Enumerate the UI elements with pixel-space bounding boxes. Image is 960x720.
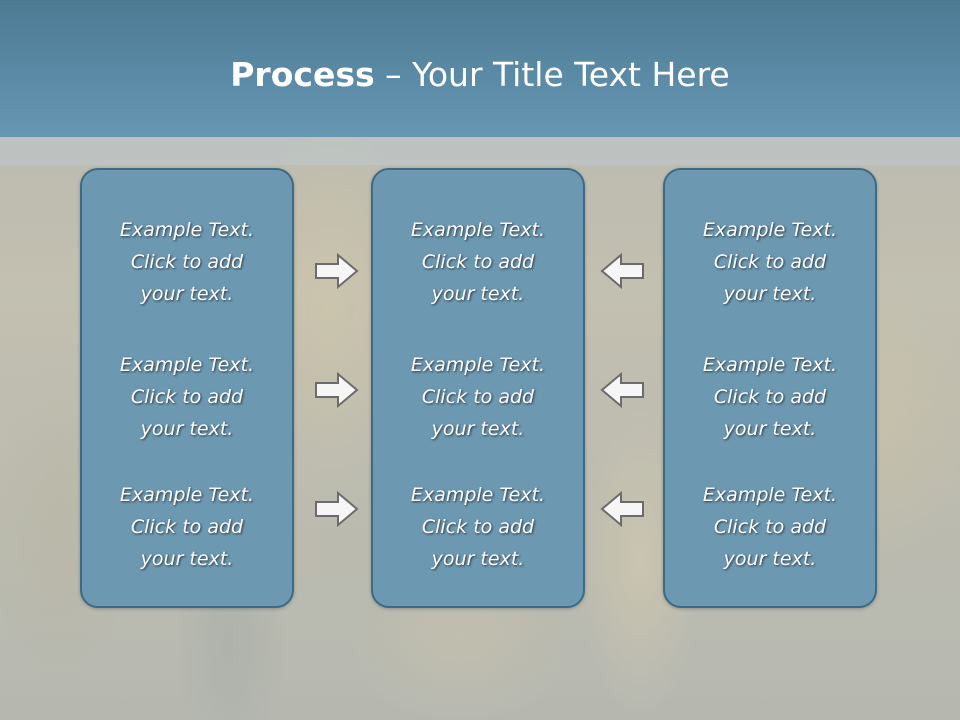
text-line: Example Text. xyxy=(410,219,546,241)
text-line: your text. xyxy=(140,548,234,570)
text-line: Example Text. xyxy=(702,219,838,241)
text-placeholder[interactable]: Example Text. Click to add your text. xyxy=(82,349,292,445)
text-line: your text. xyxy=(723,283,817,305)
text-placeholder[interactable]: Example Text. Click to add your text. xyxy=(373,214,583,310)
arrow-right-icon[interactable] xyxy=(313,251,361,291)
text-line: Example Text. xyxy=(119,219,255,241)
title-bar: Process – Your Title Text Here xyxy=(0,0,960,137)
text-line: your text. xyxy=(140,418,234,440)
text-line: your text. xyxy=(723,418,817,440)
text-line: Example Text. xyxy=(410,354,546,376)
text-line: Example Text. xyxy=(702,484,838,506)
text-placeholder[interactable]: Example Text. Click to add your text. xyxy=(665,479,875,575)
text-line: Click to add xyxy=(713,516,827,538)
text-line: Click to add xyxy=(713,386,827,408)
process-box-right[interactable]: Example Text. Click to add your text. Ex… xyxy=(663,168,877,608)
text-line: Example Text. xyxy=(702,354,838,376)
process-box-left[interactable]: Example Text. Click to add your text. Ex… xyxy=(80,168,294,608)
text-line: Click to add xyxy=(130,386,244,408)
text-line: Example Text. xyxy=(119,354,255,376)
text-placeholder[interactable]: Example Text. Click to add your text. xyxy=(665,349,875,445)
text-line: Click to add xyxy=(130,516,244,538)
arrow-right-icon[interactable] xyxy=(313,370,361,410)
text-line: Click to add xyxy=(421,386,535,408)
text-line: Click to add xyxy=(713,251,827,273)
text-placeholder[interactable]: Example Text. Click to add your text. xyxy=(665,214,875,310)
title-strong: Process xyxy=(230,55,375,94)
text-line: your text. xyxy=(431,418,525,440)
text-line: your text. xyxy=(431,548,525,570)
text-line: your text. xyxy=(140,283,234,305)
process-box-center[interactable]: Example Text. Click to add your text. Ex… xyxy=(371,168,585,608)
arrow-left-icon[interactable] xyxy=(598,489,646,529)
text-line: your text. xyxy=(723,548,817,570)
text-line: Click to add xyxy=(421,516,535,538)
title-rest: – Your Title Text Here xyxy=(374,55,730,94)
text-line: Click to add xyxy=(130,251,244,273)
text-placeholder[interactable]: Example Text. Click to add your text. xyxy=(373,479,583,575)
text-line: Example Text. xyxy=(410,484,546,506)
text-line: your text. xyxy=(431,283,525,305)
slide-title[interactable]: Process – Your Title Text Here xyxy=(0,52,960,98)
text-line: Example Text. xyxy=(119,484,255,506)
text-placeholder[interactable]: Example Text. Click to add your text. xyxy=(82,214,292,310)
arrow-left-icon[interactable] xyxy=(598,251,646,291)
text-placeholder[interactable]: Example Text. Click to add your text. xyxy=(82,479,292,575)
arrow-left-icon[interactable] xyxy=(598,370,646,410)
header-band xyxy=(0,137,960,165)
text-placeholder[interactable]: Example Text. Click to add your text. xyxy=(373,349,583,445)
text-line: Click to add xyxy=(421,251,535,273)
arrow-right-icon[interactable] xyxy=(313,489,361,529)
